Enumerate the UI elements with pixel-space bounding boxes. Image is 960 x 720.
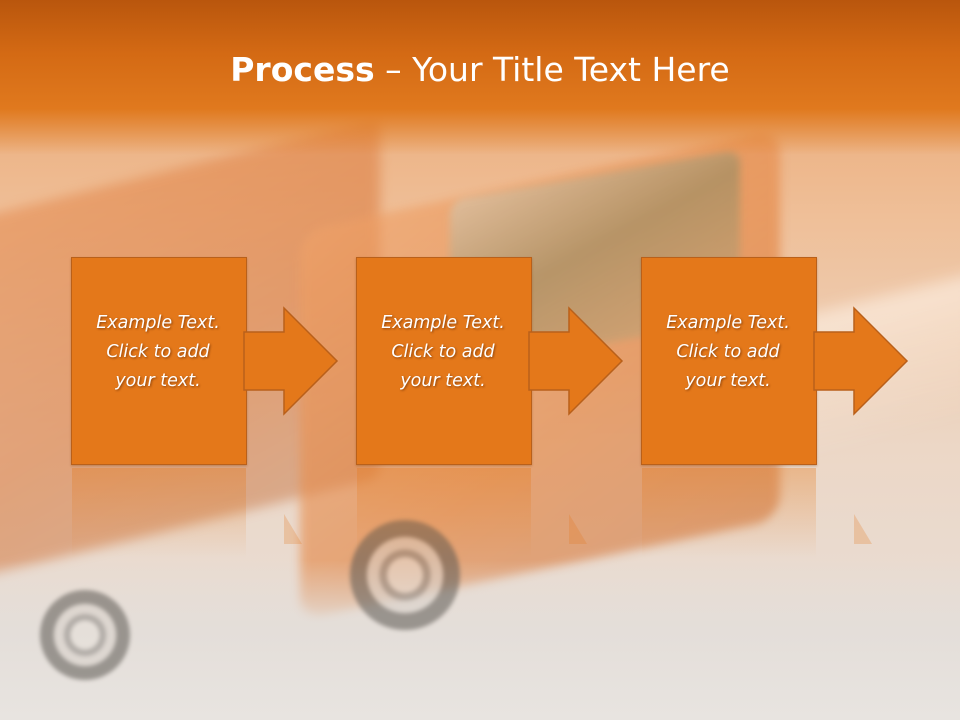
- background-wheel: [40, 590, 130, 680]
- box-reflection: [642, 468, 816, 558]
- slide-title[interactable]: Process – Your Title Text Here: [0, 50, 960, 89]
- title-bold: Process: [230, 50, 375, 89]
- step-text-line: Example Text.: [96, 313, 220, 333]
- step-text-line: your text.: [685, 371, 771, 391]
- title-rest: – Your Title Text Here: [374, 50, 730, 89]
- step-text[interactable]: Example Text. Click to add your text.: [71, 309, 245, 396]
- arrow-reflection: [284, 514, 302, 544]
- box-reflection: [357, 468, 531, 558]
- step-text[interactable]: Example Text. Click to add your text.: [356, 309, 530, 396]
- step-text-line: Click to add: [391, 342, 495, 362]
- arrow-reflection: [569, 514, 587, 544]
- step-text-line: Click to add: [676, 342, 780, 362]
- process-step-1[interactable]: Example Text. Click to add your text.: [71, 257, 247, 465]
- step-text[interactable]: Example Text. Click to add your text.: [641, 309, 815, 396]
- arrow-reflection: [854, 514, 872, 544]
- arrow-right-icon: [243, 306, 339, 416]
- step-text-line: Click to add: [106, 342, 210, 362]
- background-wheel: [350, 520, 460, 630]
- process-step-2[interactable]: Example Text. Click to add your text.: [356, 257, 532, 465]
- step-text-line: your text.: [400, 371, 486, 391]
- arrow-right-icon: [813, 306, 909, 416]
- title-bar: [0, 0, 960, 155]
- step-box[interactable]: [71, 257, 247, 465]
- step-text-line: your text.: [115, 371, 201, 391]
- step-text-line: Example Text.: [381, 313, 505, 333]
- process-step-3[interactable]: Example Text. Click to add your text.: [641, 257, 817, 465]
- background-road: [0, 560, 960, 720]
- arrow-right-icon: [528, 306, 624, 416]
- step-text-line: Example Text.: [666, 313, 790, 333]
- box-reflection: [72, 468, 246, 558]
